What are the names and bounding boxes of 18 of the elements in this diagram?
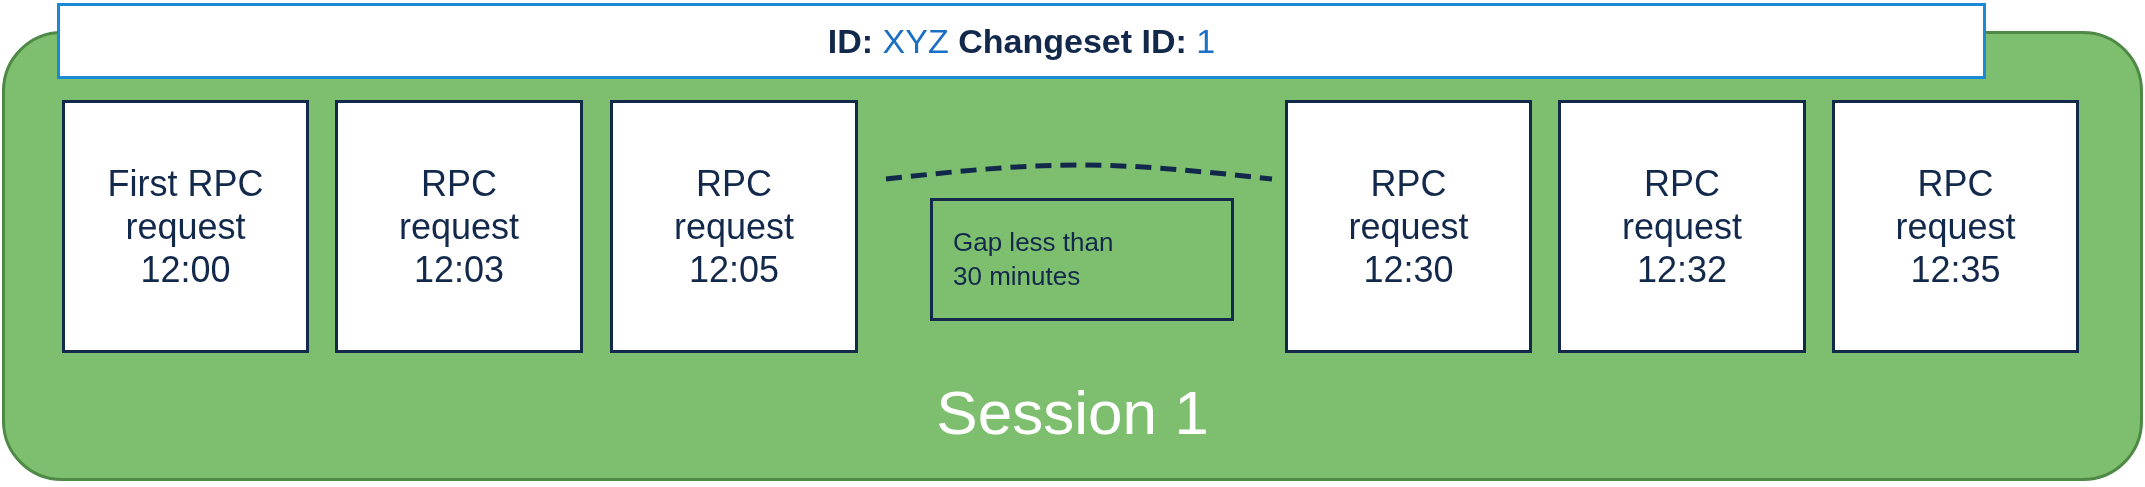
request-text: RPC request 12:35: [1894, 161, 2017, 292]
request-box: [1832, 100, 2079, 353]
request-box: [1558, 100, 1806, 353]
request-box: [610, 100, 858, 353]
session-label: Session 1: [936, 377, 1209, 448]
gap-note-box: [930, 198, 1234, 321]
id-header-text: ID: XYZ Changeset ID: 1: [827, 21, 1216, 61]
request-text: RPC request 12:30: [1347, 161, 1470, 292]
request-text: RPC request 12:05: [672, 161, 796, 292]
request-text: First RPC request 12:00: [106, 161, 265, 292]
request-text: RPC request 12:03: [397, 161, 521, 292]
session-panel: [2, 31, 2143, 481]
request-box: [1285, 100, 1532, 353]
id-header-box: [57, 3, 1986, 79]
gap-note-text: Gap less than 30 minutes: [953, 225, 1115, 293]
request-box: [62, 100, 309, 353]
request-text: RPC request 12:32: [1620, 161, 1744, 292]
request-box: [335, 100, 583, 353]
